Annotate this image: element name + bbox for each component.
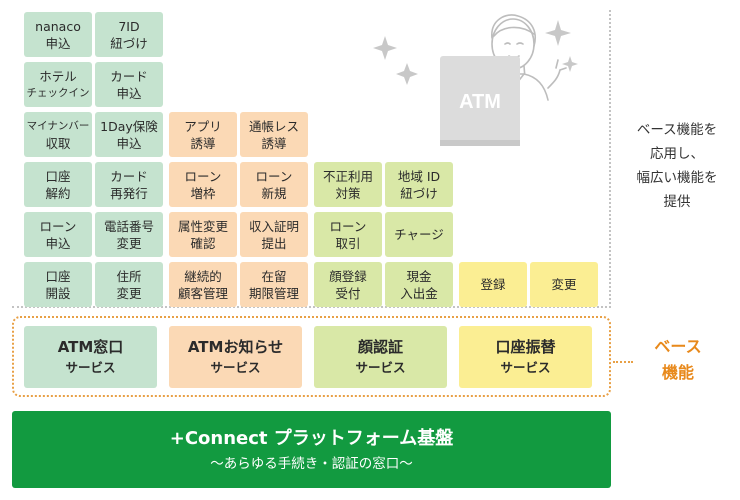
sparkle-icon [396,63,418,85]
platform-foundation: +Connect プラットフォーム基盤 〜あらゆる手続き・認証の窓口〜 [12,411,611,488]
base-functions-frame [12,316,611,397]
service-face-auth: 顔認証 サービス [314,326,447,388]
tile-loan-apply: ローン申込 [24,212,92,257]
platform-subtitle: 〜あらゆる手続き・認証の窓口〜 [210,455,413,472]
base-connector-line [613,361,633,363]
tile-1day-insurance: 1Day保険申込 [95,112,163,157]
tile-charge: チャージ [385,212,453,257]
tile-loan-new: ローン新規 [240,162,308,207]
base-functions-label: ベース 機能 [654,337,702,382]
platform-title: +Connect プラットフォーム基盤 [169,427,454,449]
side-note: ベース機能を 応用し、 幅広い機能を 提供 [636,122,718,210]
tile-account-open: 口座開設 [24,262,92,307]
sparkle-icon [545,20,571,46]
sparkle-icon [562,56,578,72]
tile-hotel-checkin: ホテルチェックイン [24,62,92,107]
tile-card-apply: カード申込 [95,62,163,107]
service-atm-counter: ATM窓口 サービス [24,326,157,388]
tile-income-proof: 収入証明提出 [240,212,308,257]
tile-passbookless-guide: 通帳レス誘導 [240,112,308,157]
tile-continuous-customer: 継続的顧客管理 [169,262,237,307]
tile-mynumber-collect: マイナンバー収取 [24,112,92,157]
tile-attribute-check: 属性変更確認 [169,212,237,257]
tile-change: 変更 [530,262,598,307]
tile-face-register: 顔登録受付 [314,262,382,307]
tile-app-guide: アプリ誘導 [169,112,237,157]
service-atm-notice: ATMお知らせ サービス [169,326,302,388]
extended-features-frame [12,10,611,308]
tile-address-change: 住所変更 [95,262,163,307]
tile-account-cancel: 口座解約 [24,162,92,207]
tile-fraud-prevention: 不正利用対策 [314,162,382,207]
atm-label: ATM [459,91,501,113]
service-account-transfer: 口座振替 サービス [459,326,592,388]
tile-cash-in-out: 現金入出金 [385,262,453,307]
sparkle-icon [373,36,397,60]
atm-machine [440,56,520,146]
tile-residence-period: 在留期限管理 [240,262,308,307]
tile-card-reissue: カード再発行 [95,162,163,207]
tile-loan-transaction: ローン取引 [314,212,382,257]
tile-loan-increase: ローン増枠 [169,162,237,207]
tile-register: 登録 [459,262,527,307]
atm-person-illustration: ATM [373,14,578,146]
tile-phone-change: 電話番号変更 [95,212,163,257]
